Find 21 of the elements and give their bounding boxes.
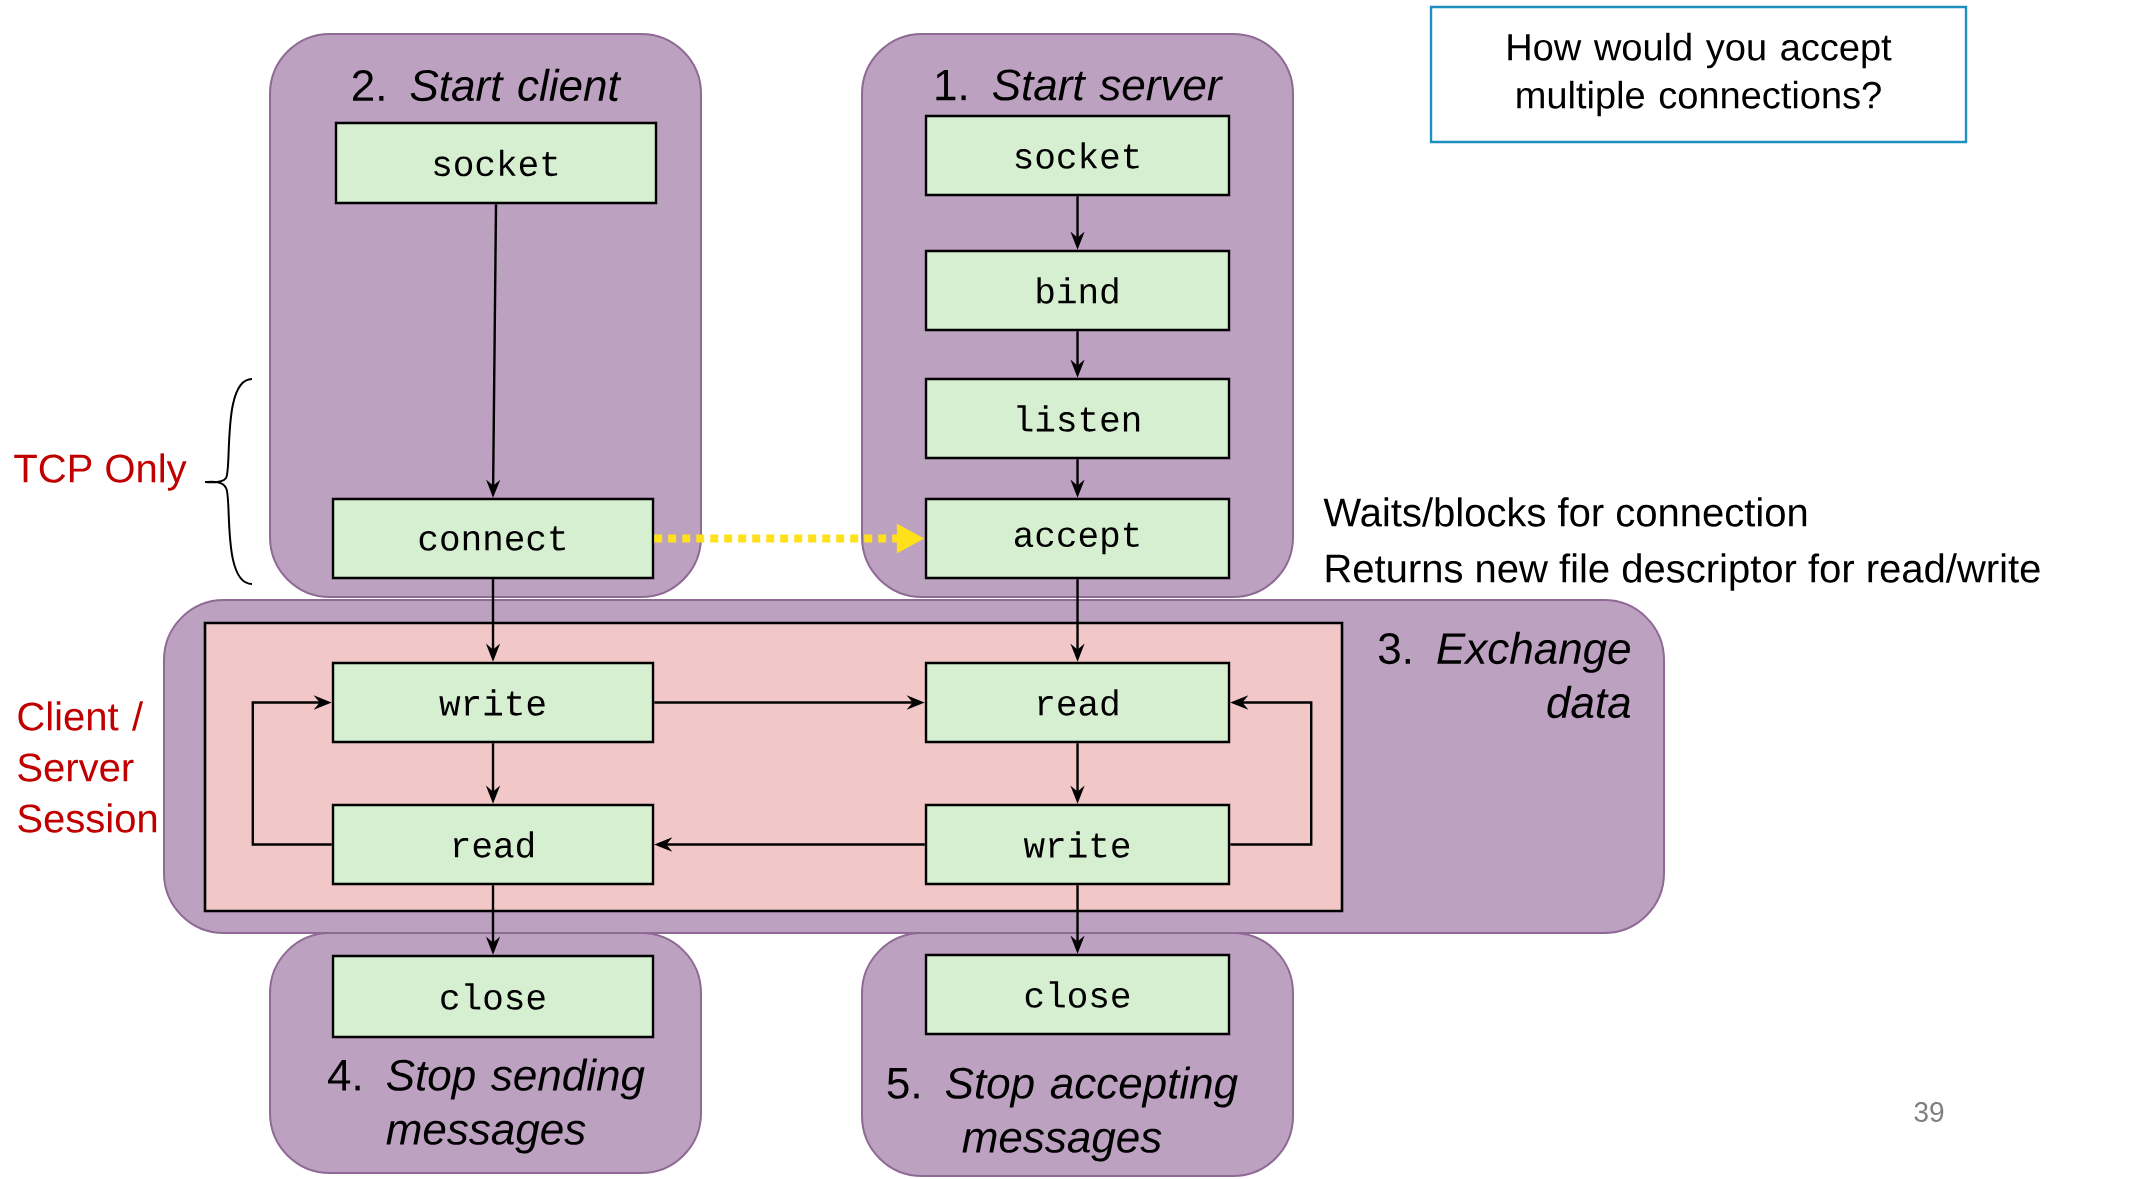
- step-box: close: [924, 953, 1231, 1036]
- node-label: 4. Stop sending messages: [328, 1058, 645, 1154]
- arrow: [251, 695, 332, 846]
- step-box: write: [924, 803, 1231, 886]
- step-box: socket: [924, 114, 1231, 197]
- node-label: 5. Stop accepting messages: [887, 1066, 1238, 1162]
- step-box: close: [331, 954, 655, 1039]
- page-number: 39: [1914, 1102, 1944, 1122]
- step-box: socket: [334, 121, 658, 205]
- step-box: read: [924, 661, 1231, 744]
- step-box: bind: [924, 249, 1231, 332]
- step-box: accept: [924, 497, 1231, 580]
- annotation-text: Waits/blocks for connection: [1323, 497, 1807, 527]
- step-box: read: [331, 803, 655, 886]
- annotation-text: Returns new file descriptor for read/write: [1326, 553, 2040, 591]
- step-box: connect: [331, 497, 655, 580]
- side-label: TCP Only: [14, 453, 187, 491]
- step-box: listen: [924, 377, 1231, 460]
- step-box: write: [331, 661, 655, 744]
- side-label: Client / Server Session: [18, 701, 157, 833]
- question-box: How would you accept multiple connections?: [1429, 5, 1968, 144]
